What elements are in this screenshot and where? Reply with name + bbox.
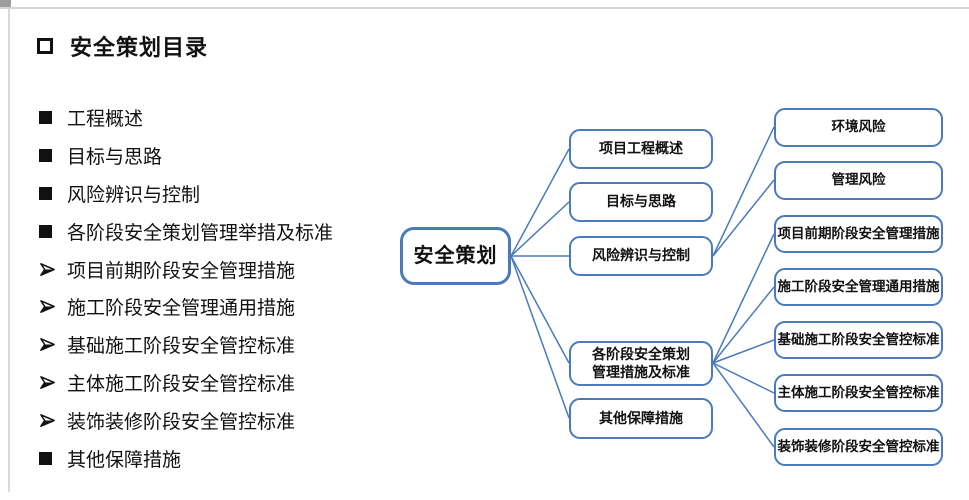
square-bullet-icon [39,451,52,465]
outline-item: 其他保障措施 [39,439,333,477]
outline-item: 项目前期阶段安全管理措施 [39,250,333,288]
title-square-bullet-icon [37,38,53,54]
connector-line [712,179,775,257]
arrow-bullet-icon [40,376,55,389]
outline-item: 目标与思路 [39,137,333,175]
square-bullet-icon [39,186,52,200]
arrow-bullet-icon [40,338,55,352]
connector-line [510,255,570,419]
outline-item-label: 风险辨识与控制 [67,184,201,206]
connector-line [510,148,570,257]
square-bullet-icon [39,149,52,163]
page-left-border [8,9,10,492]
mindmap-root-node: 安全策划 [400,227,511,285]
page-title-row: 安全策划目录 [37,30,208,62]
square-bullet-icon [39,111,52,125]
square-bullet-icon [39,224,52,238]
connector-line [712,233,775,364]
mindmap-l2-node: 基础施工阶段安全管控标准 [774,321,943,359]
page-top-border [0,7,969,9]
outline-item: 风险辨识与控制 [39,175,333,213]
mindmap-l2-node: 主体施工阶段安全管控标准 [774,374,943,412]
arrow-bullet-icon [40,300,55,314]
connector-line [712,126,775,257]
outline-item-label: 装饰装修阶段安全管控标准 [67,411,296,433]
scan-corner-square [0,0,11,9]
connector-line [712,286,775,364]
connector-line [510,255,570,364]
outline-item-label: 施工阶段安全管理通用措施 [67,298,296,320]
mindmap-l1-node: 其他保障措施 [569,398,713,439]
connector-line [712,362,775,394]
connector-line [712,339,775,364]
outline-item-label: 工程概述 [67,109,144,131]
outline-item-label: 各阶段安全策划管理举措及标准 [67,222,334,244]
outline-item: 主体施工阶段安全管控标准 [39,364,333,402]
mindmap-l1-node: 各阶段安全策划 管理措施及标准 [569,341,713,386]
outline-item: 施工阶段安全管理通用措施 [39,288,333,326]
outline-list: 工程概述 目标与思路 风险辨识与控制 各阶段安全策划管理举措及标准 项目前期阶段… [39,99,333,477]
mindmap-l2-node: 装饰装修阶段安全管控标准 [774,428,943,466]
outline-item-label: 目标与思路 [67,147,163,169]
mindmap-l2-node: 环境风险 [774,108,943,147]
mindmap-l2-node: 项目前期阶段安全管理措施 [774,215,943,253]
outline-item-label: 主体施工阶段安全管控标准 [67,373,296,395]
outline-item-label: 其他保障措施 [67,449,182,471]
mindmap-l1-node: 目标与思路 [569,182,713,222]
mindmap-l1-node: 项目工程概述 [569,129,713,169]
outline-item: 各阶段安全策划管理举措及标准 [39,212,333,250]
mindmap-l2-node: 施工阶段安全管理通用措施 [774,268,943,306]
mindmap-l1-node: 风险辨识与控制 [569,236,713,276]
outline-item-label: 基础施工阶段安全管控标准 [67,336,296,358]
outline-item: 基础施工阶段安全管控标准 [39,326,333,364]
arrow-bullet-icon [40,413,55,427]
arrow-bullet-icon [40,262,55,276]
outline-item-label: 项目前期阶段安全管理措施 [67,260,296,282]
connector-line [510,201,570,257]
connector-line [712,362,775,448]
mindmap-l2-node: 管理风险 [774,161,943,200]
outline-item: 装饰装修阶段安全管控标准 [39,401,333,439]
outline-item: 工程概述 [39,99,333,137]
page-title: 安全策划目录 [70,35,209,60]
